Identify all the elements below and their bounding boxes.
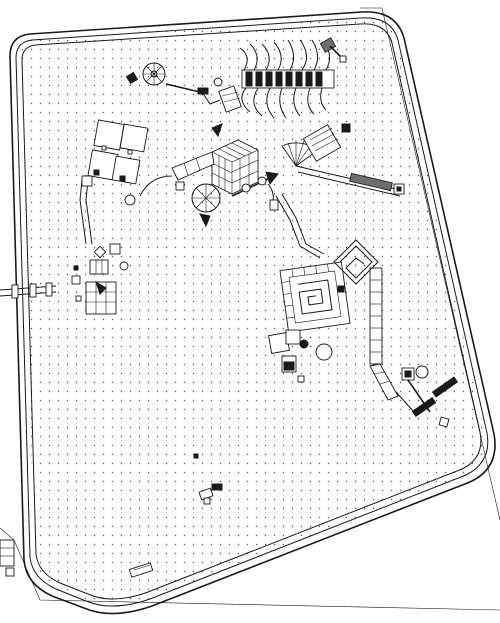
cube-grid-building — [124, 139, 259, 206]
four-square-blocks — [79, 119, 149, 245]
small-pavilion-cluster — [211, 85, 242, 138]
fan-shaped-structure — [281, 123, 405, 197]
bicycle-wheel — [191, 171, 279, 228]
ferris-wheel — [125, 62, 223, 105]
wave-pier-structure — [239, 37, 347, 119]
small-pavilion-cluster — [0, 539, 15, 577]
perimeter-track — [9, 11, 496, 615]
square-spiral — [333, 239, 379, 285]
small-pavilion-cluster — [268, 329, 333, 383]
spiral-maze-platform — [279, 261, 351, 333]
bottom-gate — [128, 562, 154, 578]
small-pavilion-cluster — [193, 453, 223, 505]
windmill-cross — [395, 365, 459, 428]
small-pavilion-cluster — [71, 243, 129, 315]
entrance-bridge — [0, 282, 57, 299]
elevated-walkway — [267, 183, 399, 401]
